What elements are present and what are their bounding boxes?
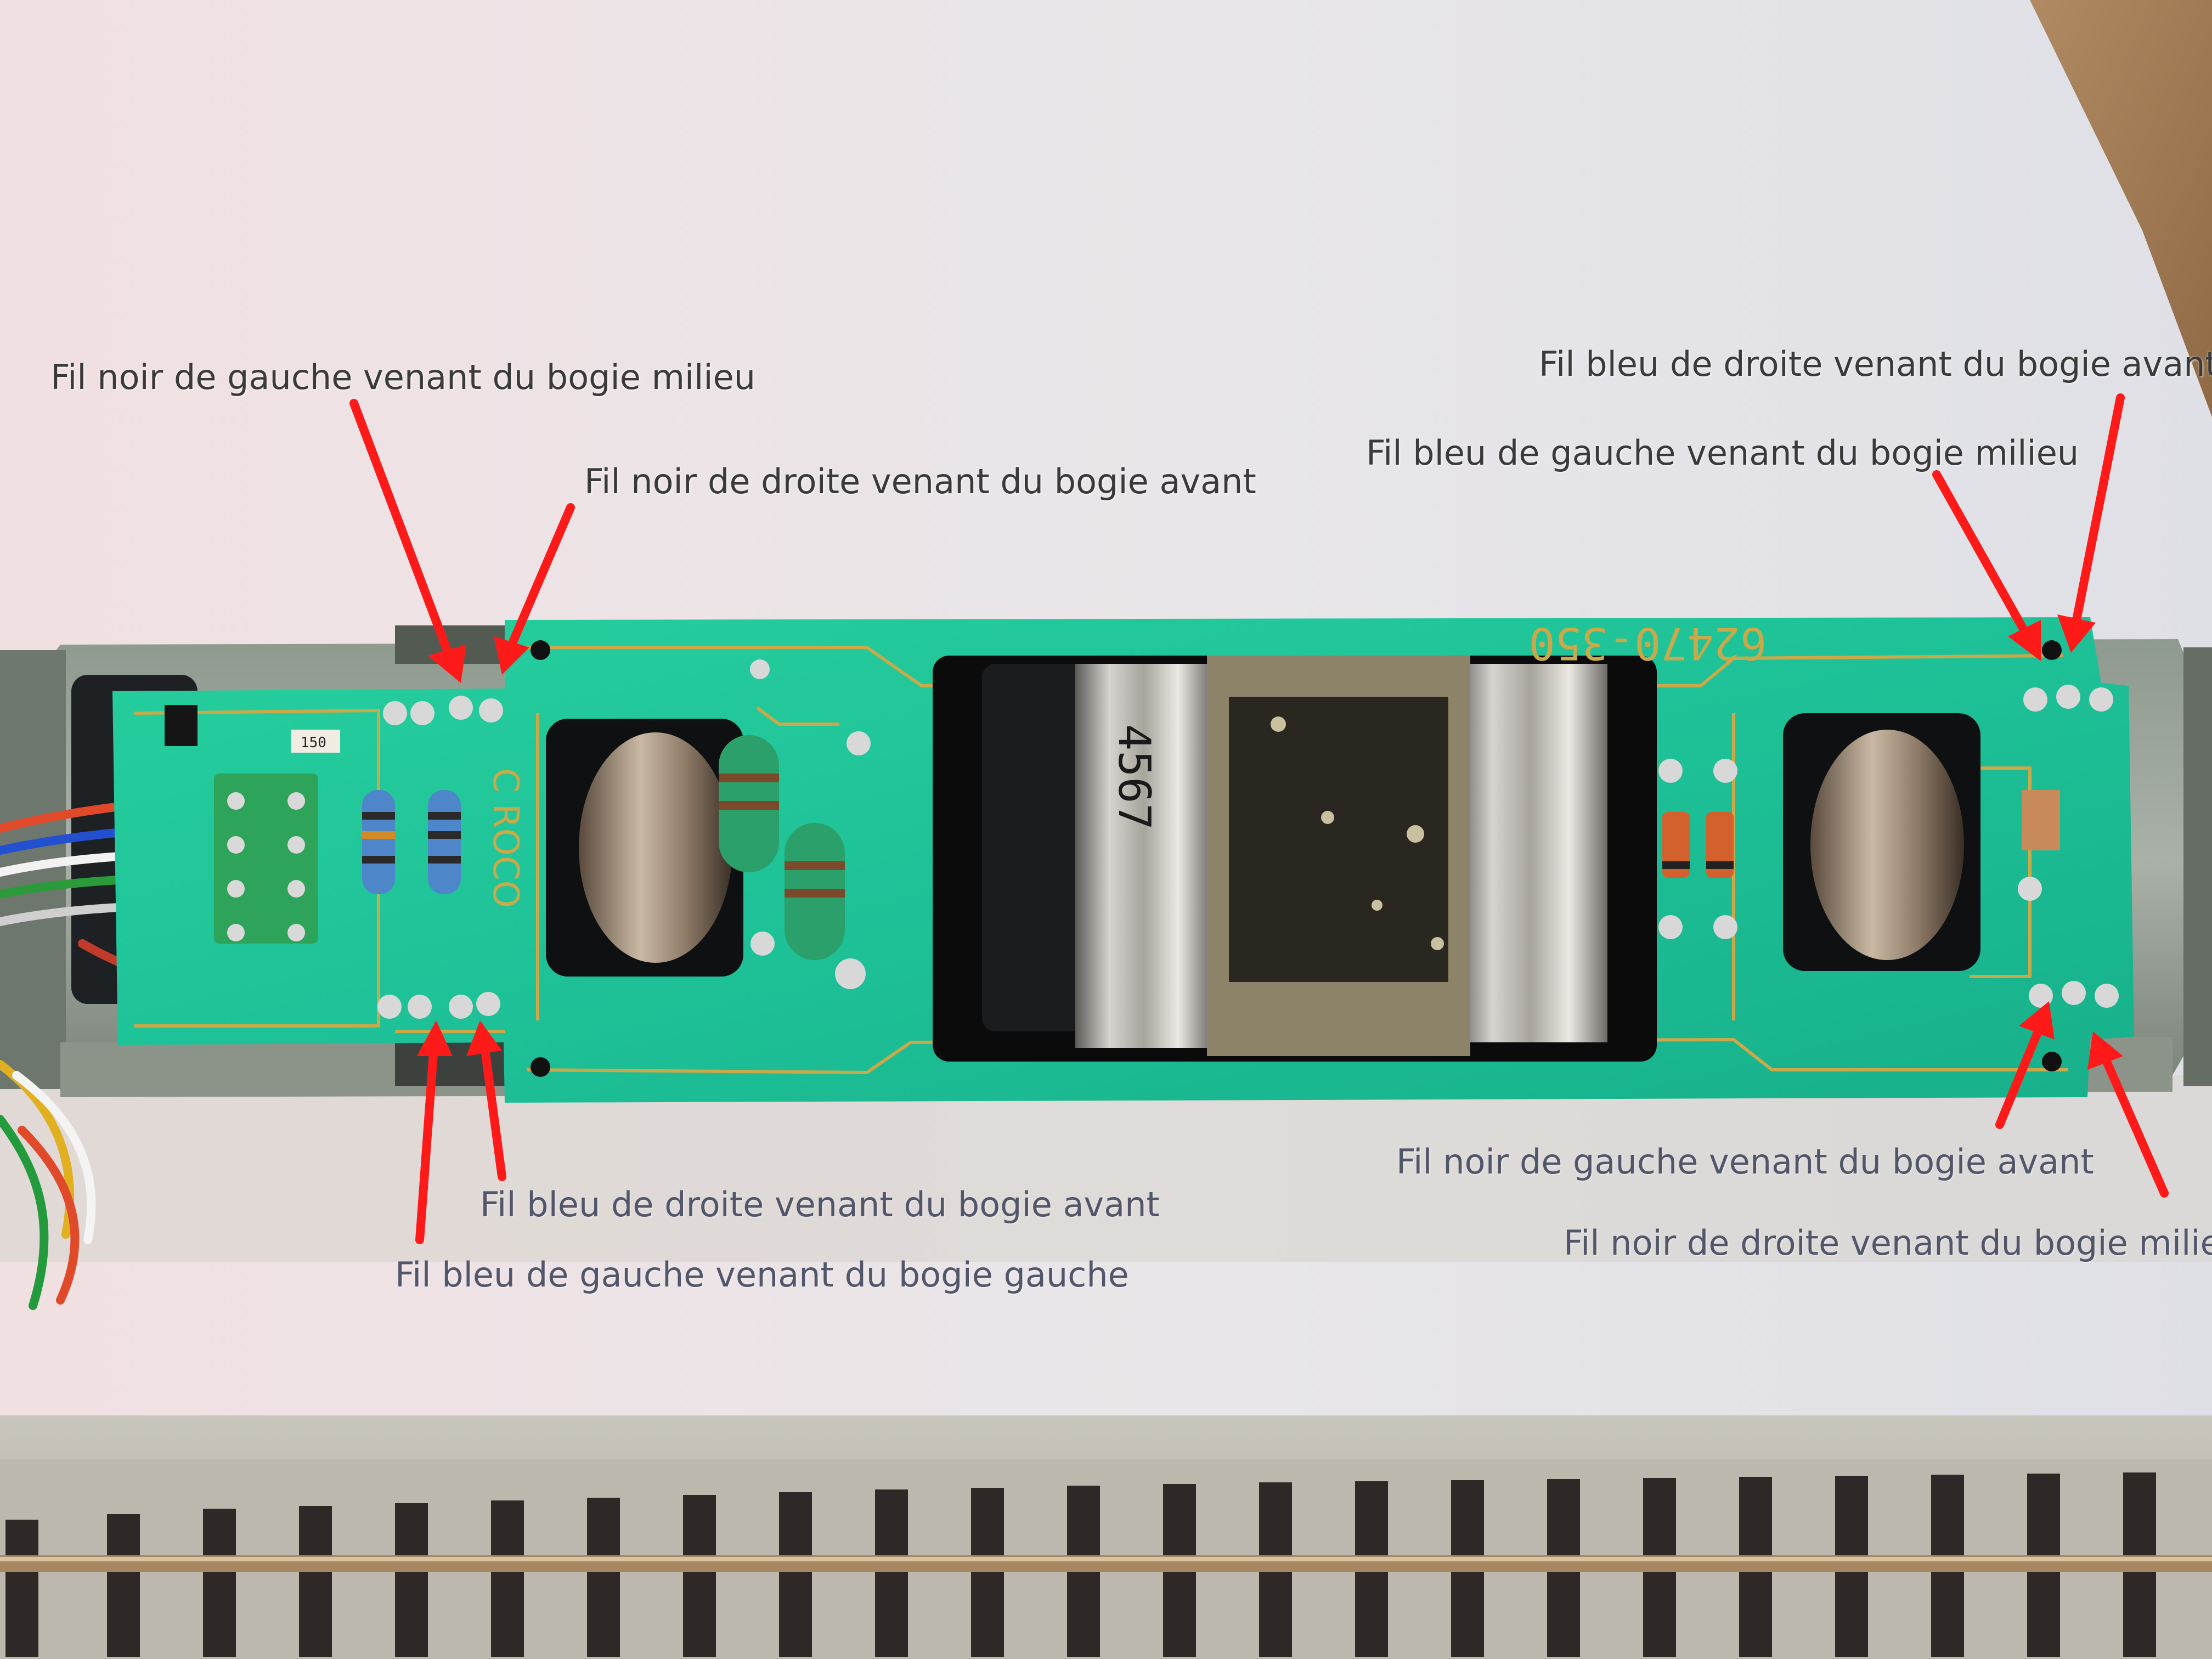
table-shadow — [0, 1075, 2212, 1262]
part-number: 62470-350 — [1529, 618, 1767, 669]
right-magnet — [1810, 730, 1964, 960]
arrow-bottom-left-1 — [466, 1020, 506, 1181]
label-top-right-1: Fil bleu de droite venant du bogie avant — [1539, 344, 2212, 384]
right-smd — [2022, 790, 2060, 850]
label-bottom-right-2: Fil noir de droite venant du bogie milie… — [1564, 1223, 2212, 1263]
arrow-top-left-1 — [349, 399, 466, 683]
label-top-left-1: Fil noir de gauche venant du bogie milie… — [50, 357, 756, 397]
smd-resistor-code: 150 — [301, 735, 326, 751]
motor-bracket-spots — [1271, 716, 1444, 950]
inductors — [719, 735, 845, 960]
decoder-connector — [214, 774, 318, 944]
label-bottom-right-1: Fil noir de gauche venant du bogie avant — [1396, 1142, 2094, 1182]
label-bottom-left-2: Fil bleu de gauche venant du bogie gauch… — [395, 1255, 1129, 1295]
arrow-bottom-left-2 — [415, 1020, 453, 1244]
label-bottom-left-1: Fil bleu de droite venant du bogie avant — [480, 1184, 1160, 1224]
label-top-left-2: Fil noir de droite venant du bogie avant — [584, 461, 1256, 501]
rail-shine — [0, 1557, 2212, 1561]
resistors — [362, 790, 461, 894]
motor-metal-left — [1075, 664, 1212, 1048]
connector-pins — [227, 792, 305, 941]
motor-metal-right — [1454, 664, 1607, 1042]
arrow-top-left-2 — [494, 503, 575, 675]
solder-pads — [377, 659, 2119, 1019]
motor-marking: 4567 — [1109, 724, 1160, 830]
transistor — [165, 705, 198, 746]
label-top-right-2: Fil bleu de gauche venant du bogie milie… — [1366, 433, 2079, 473]
arrow-bottom-right-2 — [2087, 1031, 2169, 1198]
smd-resistor — [291, 730, 340, 753]
wood-surface — [2030, 0, 2212, 417]
mounting-holes — [531, 640, 2062, 1077]
left-magnet — [579, 732, 732, 963]
arrow-bottom-right-1 — [1995, 1001, 2055, 1129]
brand-mark: C ROCO — [485, 768, 526, 908]
arrows — [349, 393, 2169, 1244]
arrow-top-right-1 — [2057, 393, 2125, 653]
arrow-top-right-2 — [1932, 470, 2041, 661]
diodes — [1662, 812, 1734, 878]
